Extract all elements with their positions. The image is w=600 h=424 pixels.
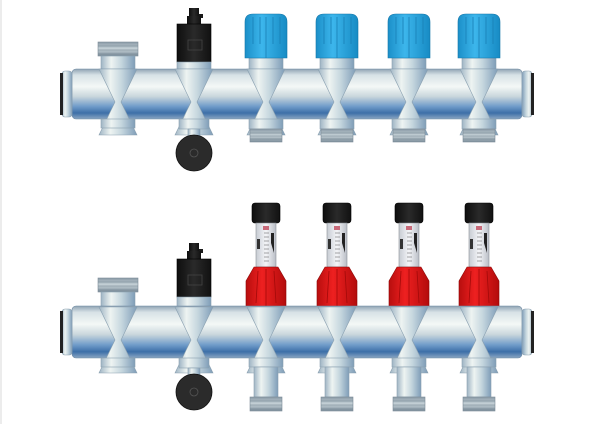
manifold-pipe xyxy=(71,68,523,120)
outlet-3 xyxy=(391,118,427,143)
outlet-3 xyxy=(391,357,427,412)
flow-manifold xyxy=(59,202,535,412)
manifold-pipe xyxy=(71,305,523,359)
valve-cap-blue-3 xyxy=(387,13,431,75)
valve-cap-blue-1 xyxy=(244,13,288,75)
end-cap-right xyxy=(521,308,535,356)
air-vent xyxy=(176,7,212,73)
bottom-inlet-thread xyxy=(97,277,139,311)
outlet-1 xyxy=(248,357,284,412)
return-manifold xyxy=(59,7,535,172)
drain-valve xyxy=(175,118,213,172)
outlet-4 xyxy=(461,357,497,412)
end-cap-right xyxy=(521,70,535,118)
outlet-1 xyxy=(248,118,284,143)
left-border xyxy=(0,0,2,424)
flow-meter-2 xyxy=(316,202,358,314)
flow-meter-1 xyxy=(245,202,287,314)
end-cap-left xyxy=(59,70,73,118)
outlet-2 xyxy=(319,357,355,412)
drain-valve xyxy=(175,357,213,411)
flow-meter-4 xyxy=(458,202,500,314)
outlet-2 xyxy=(319,118,355,143)
outlet-4 xyxy=(461,118,497,143)
flow-meter-3 xyxy=(388,202,430,314)
valve-cap-blue-4 xyxy=(457,13,501,75)
end-cap-left xyxy=(59,308,73,356)
air-vent xyxy=(176,242,212,308)
valve-cap-blue-2 xyxy=(315,13,359,75)
